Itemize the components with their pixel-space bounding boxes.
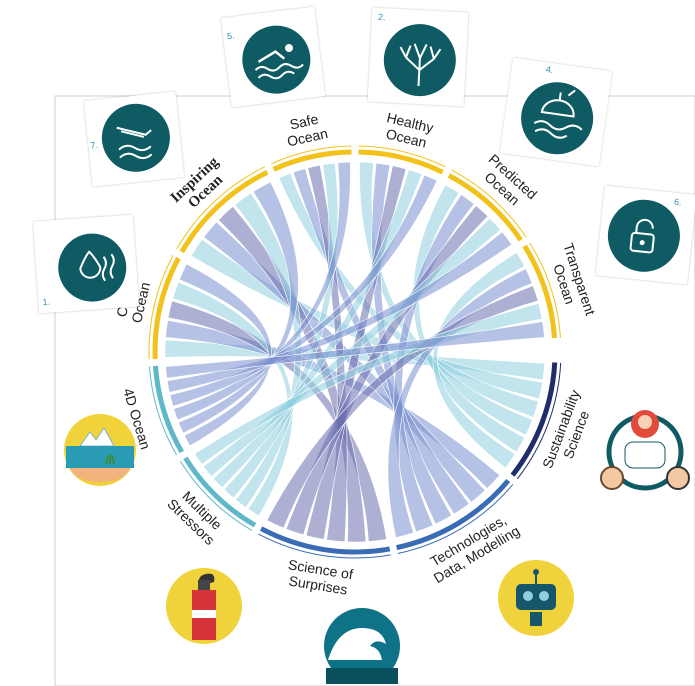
challenge-arc-surprises <box>259 526 391 555</box>
challenge-arc-surprises-outer <box>258 533 391 559</box>
goal-arc-safe <box>272 149 352 172</box>
challenge-arc-ocean4d <box>152 365 184 454</box>
goal-label-safe-line: Safe <box>288 111 320 133</box>
ribbon-healthy-ocean4d <box>169 174 438 407</box>
ribbon-inspiring-ocean4d <box>178 181 299 434</box>
ribbon-healthy-stressors <box>212 169 423 489</box>
ribbon-transparent-stressors <box>194 303 543 465</box>
goal-arc-healthy-outer <box>358 145 446 168</box>
goal-card-healthy: 2. <box>367 7 469 107</box>
goal-arc-inspiring <box>179 169 269 254</box>
challenge-arc-stressors-outer <box>179 460 253 531</box>
goal-arc-safe-outer <box>271 145 352 165</box>
goal-card-clean: 1. <box>32 214 140 314</box>
goal-arc-healthy <box>358 149 444 175</box>
ribbon-predicted-ocean4d <box>166 231 513 393</box>
goal-number: 5. <box>226 30 236 42</box>
people-network-icon <box>600 410 690 491</box>
goal-number: 7. <box>89 139 99 151</box>
ribbon-safe-stressors <box>223 162 339 499</box>
iceberg-seabed-icon <box>64 414 136 486</box>
goal-arc-predicted <box>447 173 523 242</box>
goal-number: 4. <box>545 64 555 76</box>
goal-number: 2. <box>377 11 386 23</box>
goal-arc-transparent <box>522 244 558 339</box>
ribbon-group <box>164 161 545 543</box>
goal-arc-transparent-outer <box>529 242 561 338</box>
water-drop-waves-icon <box>58 233 127 302</box>
wave-icon <box>324 608 400 684</box>
goal-arc-predicted-outer <box>451 169 527 238</box>
goal-number: 1. <box>42 296 51 308</box>
challenge-arc-ocean4d-outer <box>149 366 178 456</box>
goal-arc-clean-outer <box>148 255 174 360</box>
challenge-arc-stressors <box>183 456 257 528</box>
goal-number: 6. <box>673 196 683 208</box>
hand-waves-icon <box>101 103 170 172</box>
goal-arc-clean <box>152 256 181 360</box>
ribbon-predicted-surprises <box>285 205 489 536</box>
buoy-icon <box>521 82 594 155</box>
coral-icon <box>383 24 456 97</box>
challenge-arc-sustain-outer <box>516 362 562 480</box>
goal-arc-inspiring-outer <box>176 166 265 250</box>
challenge-arc-tech <box>396 478 511 551</box>
arc-group <box>148 145 562 559</box>
goal-card-inspiring: 7. <box>83 91 185 187</box>
smokestack-icon <box>166 568 242 644</box>
ribbon-transparent-surprises <box>266 285 539 529</box>
ribbon-transparent-ocean4d <box>165 321 545 379</box>
ribbon-inspiring-stressors <box>234 192 302 508</box>
goal-card-transparent: 6. <box>595 185 695 285</box>
challenge-arc-tech-outer <box>397 484 514 554</box>
robot-icon <box>498 560 574 636</box>
challenge-arc-sustain <box>510 362 558 477</box>
swimmer-icon <box>242 25 311 94</box>
goal-card-predicted: 4. <box>499 57 613 167</box>
goal-card-safe: 5. <box>220 6 326 108</box>
padlock-icon <box>607 199 680 272</box>
ribbon-clean-ocean4d <box>178 263 272 447</box>
